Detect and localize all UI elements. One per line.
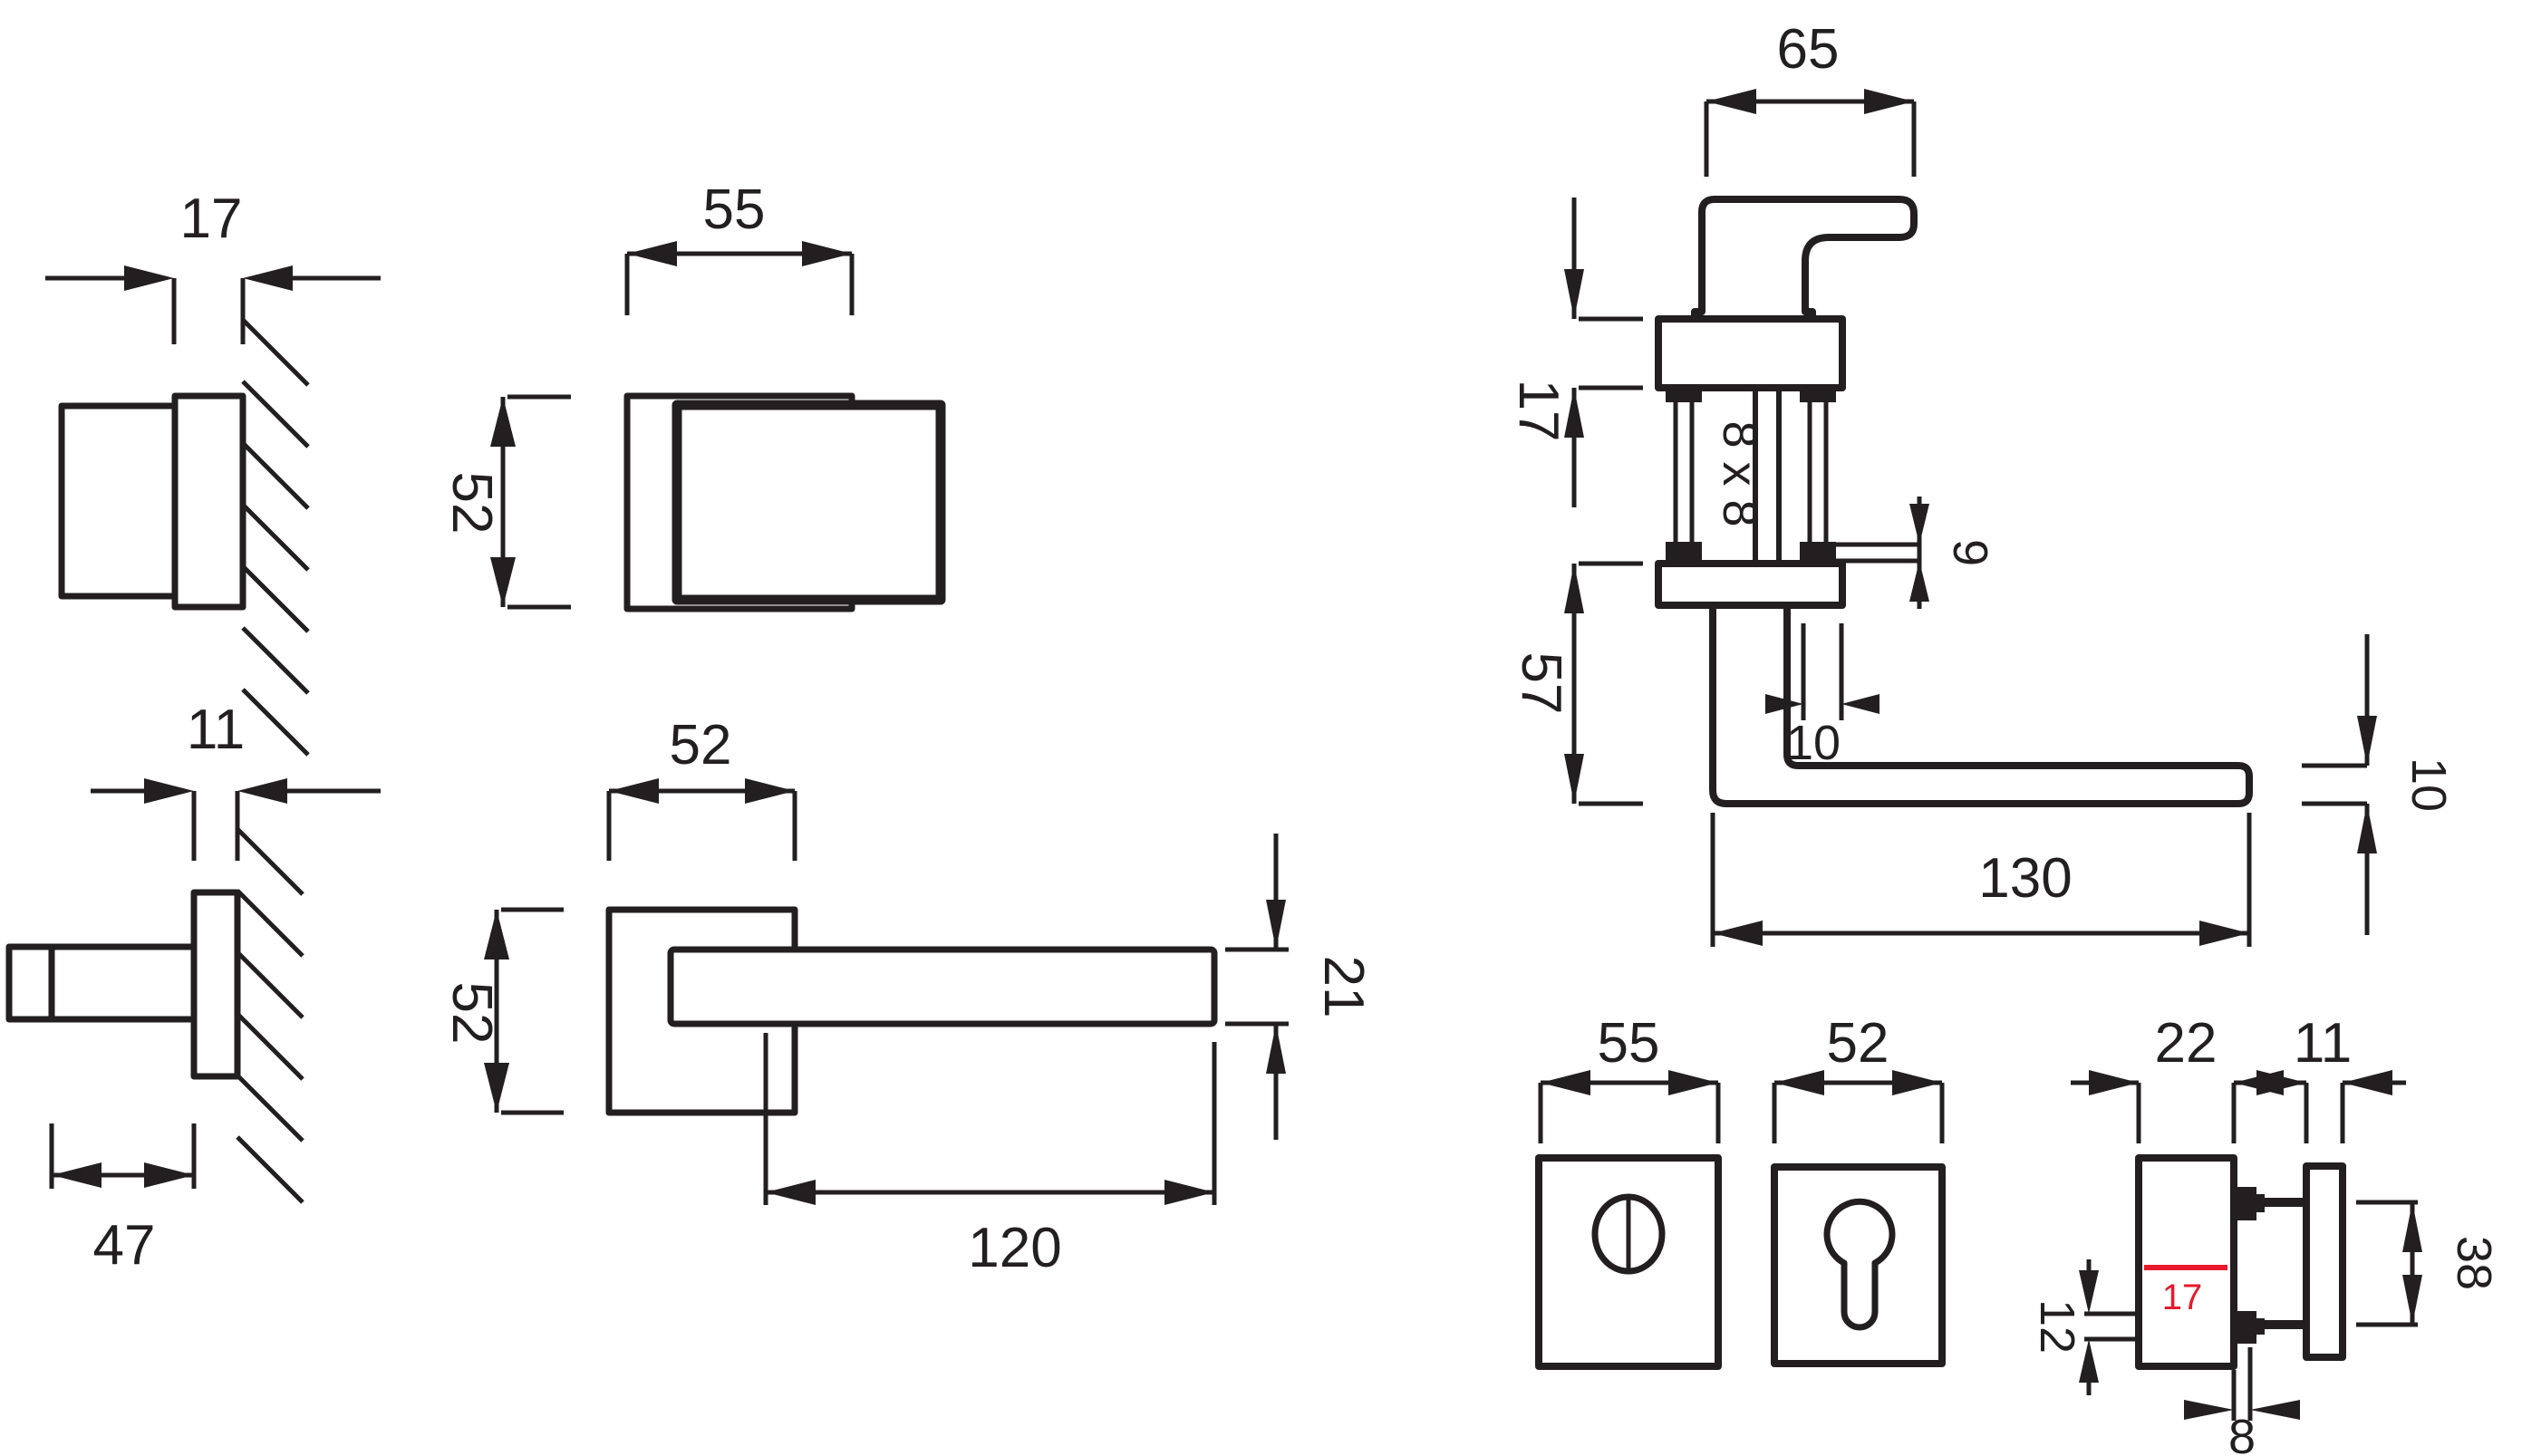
knob-body xyxy=(58,402,179,600)
arrowhead xyxy=(2079,1270,2099,1314)
dim-label-handle-rosette-height: 52 xyxy=(440,982,503,1045)
rosette-cover-outline xyxy=(672,400,946,605)
screw-boss xyxy=(1666,388,1702,402)
lower-rosette-side xyxy=(1655,560,1846,609)
dim-label-grip-reach: 130 xyxy=(1978,847,2072,910)
arrowhead xyxy=(609,778,659,804)
arrowhead xyxy=(2343,1070,2392,1095)
arrowhead xyxy=(1668,1070,1718,1095)
arrowhead xyxy=(484,1063,509,1113)
arrowhead xyxy=(802,241,852,266)
arrowhead xyxy=(1774,1070,1824,1095)
view-security-rosette-side: 22 11 17 38 12 xyxy=(2030,1012,2501,1456)
keyhole-icon xyxy=(1823,1198,1896,1331)
arrowhead xyxy=(2256,1070,2306,1095)
arrowhead xyxy=(2184,1400,2234,1420)
view-handle-front: 52 52 21 120 xyxy=(440,714,1375,1279)
security-cover-plate xyxy=(2303,1162,2346,1361)
arrowhead xyxy=(490,557,516,607)
arrowhead xyxy=(1706,89,1756,114)
arrowhead xyxy=(1564,269,1584,319)
dim-label-spindle-length: 47 xyxy=(93,1214,156,1277)
spindle-rosette xyxy=(190,889,241,1080)
arrowhead xyxy=(2357,716,2377,766)
upper-lever-profile xyxy=(1691,196,1918,319)
arrowhead xyxy=(1892,1070,1942,1095)
arrowhead xyxy=(1713,921,1763,946)
arrowhead xyxy=(1909,561,1929,602)
dim-label-spindle-section: 8 x 8 xyxy=(1713,420,1767,526)
dim-label-assembly-rosette-thickness: 17 xyxy=(1507,380,1570,442)
arrowhead xyxy=(484,910,509,959)
view-assembly-side: 65 17 8 x 8 9 xyxy=(1507,18,2456,947)
dim-label-neck-height: 57 xyxy=(1510,652,1572,715)
arrowhead xyxy=(745,778,795,804)
view-wc-rosette-front: 55 xyxy=(1535,1012,1722,1370)
dim-label-spindle-rosette-thickness: 11 xyxy=(187,699,245,761)
arrowhead xyxy=(144,1162,194,1188)
arrowhead xyxy=(1266,900,1286,950)
fixing-boss xyxy=(2234,1187,2256,1220)
arrowhead xyxy=(1266,1024,1286,1074)
dim-label-boss-height: 9 xyxy=(1943,539,1997,566)
arrowhead xyxy=(1909,504,1929,545)
arrowhead xyxy=(2250,1400,2300,1420)
security-rosette-body xyxy=(2135,1154,2237,1370)
arrowhead xyxy=(2402,1202,2422,1252)
view-cylinder-rosette-front: 52 xyxy=(1771,1012,1946,1367)
spindle-shaft xyxy=(5,943,198,1023)
dim-label-neck-width: 10 xyxy=(1786,716,1841,770)
arrowhead xyxy=(1765,694,1803,714)
arrowhead xyxy=(627,241,677,266)
arrowhead xyxy=(1564,388,1584,438)
arrowhead xyxy=(1541,1070,1590,1095)
arrowhead xyxy=(1164,1180,1214,1205)
arrowhead xyxy=(144,778,194,804)
dim-label-wc-rosette-width: 55 xyxy=(1598,1012,1660,1075)
screw-boss xyxy=(1800,388,1836,402)
dim-label-cylinder-rosette-width: 52 xyxy=(1827,1012,1889,1075)
view-spindle-side: 11 47 xyxy=(5,699,381,1277)
arrowhead xyxy=(490,397,516,447)
view-rosette-front: 55 52 xyxy=(440,178,946,612)
dim-label-knob-rosette-thickness: 17 xyxy=(180,188,243,250)
arrowhead xyxy=(766,1180,816,1205)
dim-label-security-body-thickness: 22 xyxy=(2155,1012,2218,1075)
arrowhead xyxy=(2079,1339,2099,1383)
dim-label-grip-length: 65 xyxy=(1777,18,1840,81)
dim-label-rosette-height: 52 xyxy=(440,472,503,535)
dim-label-reduced-thickness: 17 xyxy=(2162,1278,2203,1317)
lever-grip-front xyxy=(667,946,1218,1027)
arrowhead xyxy=(124,265,174,291)
arrowhead xyxy=(1564,754,1584,804)
dim-label-screw-spacing: 38 xyxy=(2447,1236,2501,1290)
dim-label-lever-length: 120 xyxy=(968,1217,1061,1279)
knob-rosette xyxy=(171,392,246,611)
arrowhead xyxy=(243,265,293,291)
dim-label-security-plate-thickness: 11 xyxy=(2294,1012,2352,1075)
dim-label-rosette-width: 55 xyxy=(703,178,766,241)
dim-label-grip-thickness: 10 xyxy=(2401,757,2456,812)
view-knob-side: 17 xyxy=(45,188,381,757)
dim-label-handle-rosette-width: 52 xyxy=(670,714,732,776)
arrowhead xyxy=(52,1162,101,1188)
arrowhead xyxy=(1841,694,1879,714)
arrowhead xyxy=(2357,804,2377,853)
dim-label-lever-thickness: 21 xyxy=(1312,956,1375,1018)
dim-label-boss-width: 8 xyxy=(2228,1410,2256,1456)
wall-hatching xyxy=(241,318,310,757)
dim-label-boss-span: 12 xyxy=(2030,1299,2084,1354)
arrowhead xyxy=(2199,921,2249,946)
arrowhead xyxy=(2089,1070,2139,1095)
arrowhead xyxy=(1864,89,1914,114)
arrowhead xyxy=(237,778,287,804)
arrowhead xyxy=(2402,1275,2422,1325)
arrowhead xyxy=(1564,564,1584,613)
lower-lever-profile xyxy=(1709,605,2253,807)
fixing-boss xyxy=(2234,1311,2256,1344)
wall-hatching xyxy=(236,827,304,1204)
upper-rosette-side xyxy=(1655,315,1846,391)
